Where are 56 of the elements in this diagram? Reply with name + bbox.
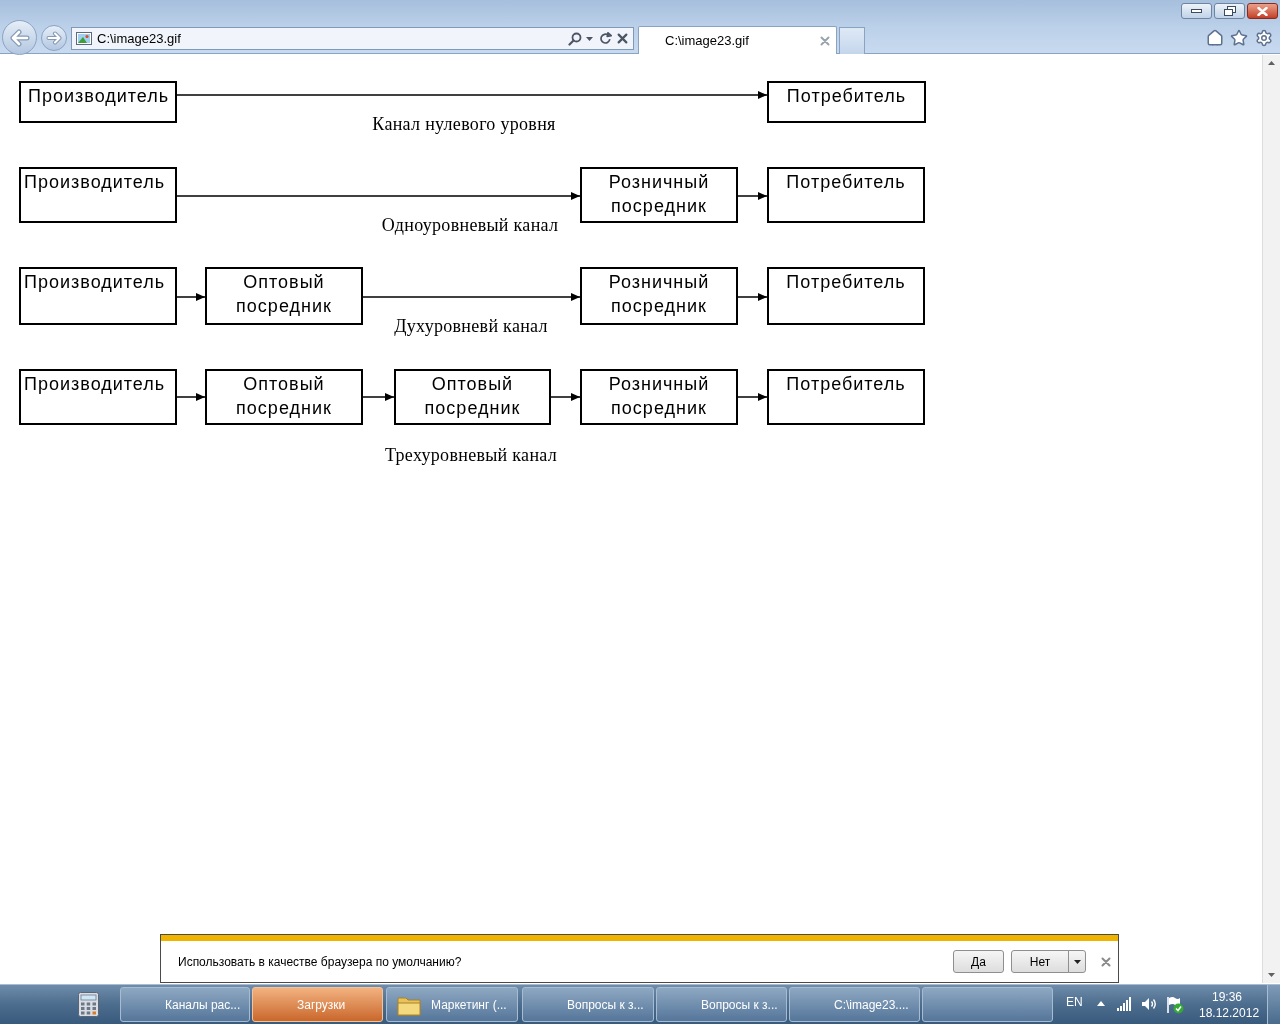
clock-date: 18.12.2012 (1199, 1006, 1260, 1020)
process-box (580, 369, 738, 425)
arrow (176, 393, 206, 401)
process-box (580, 167, 738, 223)
arrow (176, 293, 206, 301)
taskbar-button: C:\image23.... (789, 987, 920, 1022)
process-box (205, 369, 363, 425)
taskbar-button: Загрузки (252, 987, 383, 1022)
address-field: C:\image23.gif (71, 27, 634, 50)
process-box (19, 267, 177, 325)
taskbar-button: Каналы рас... (120, 987, 250, 1022)
box-label: Производитель (24, 373, 166, 396)
process-box (767, 167, 925, 223)
box-label: Производитель (28, 85, 170, 108)
yes-button: Да (953, 950, 1004, 973)
arrow (550, 393, 581, 401)
arrow (176, 91, 768, 99)
channel-caption: Трехуровневый канал (384, 445, 558, 465)
taskbar-button: Маркетинг (... (386, 987, 518, 1022)
process-box (205, 267, 363, 325)
no-button: Нет (1011, 950, 1069, 973)
box-label: Розничный посредник (607, 171, 711, 218)
arrow (737, 293, 768, 301)
arrow (176, 192, 581, 200)
arrow (362, 293, 581, 301)
channel-caption: Одноуровневый канал (381, 215, 559, 235)
box-label: Потребитель (786, 271, 906, 294)
box-label: Потребитель (786, 171, 906, 194)
language-indicator: EN (1066, 995, 1083, 1009)
box-label: Производитель (24, 171, 166, 194)
box-label: Розничный посредник (607, 373, 711, 420)
channel-caption: Канал нулевого уровня (372, 114, 556, 134)
arrow (737, 192, 768, 200)
box-label: Оптовый посредник (235, 271, 333, 318)
process-box (19, 369, 177, 425)
box-label: Розничный посредник (607, 271, 711, 318)
process-box (19, 167, 177, 223)
notification-text: Использовать в качестве браузера по умолчанию? (178, 955, 462, 970)
box-label: Производитель (24, 271, 166, 294)
process-box (580, 267, 738, 325)
box-label: Оптовый посредник (235, 373, 333, 420)
process-box (394, 369, 551, 425)
process-box (767, 369, 925, 425)
box-label: Потребитель (786, 85, 907, 108)
arrow (737, 393, 768, 401)
taskbar-button: Вопросы к з... (522, 987, 654, 1022)
arrow (362, 393, 395, 401)
process-box (19, 81, 177, 123)
clock-time: 19:36 (1212, 990, 1243, 1004)
process-box (767, 267, 925, 325)
box-label: Потребитель (786, 373, 906, 396)
channel-caption: Духуровневй канал (394, 316, 548, 336)
taskbar-button: Вопросы к з... (656, 987, 787, 1022)
process-box (767, 81, 926, 123)
browser-tab: C:\image23.gif (638, 26, 837, 54)
box-label: Оптовый посредник (423, 373, 522, 420)
